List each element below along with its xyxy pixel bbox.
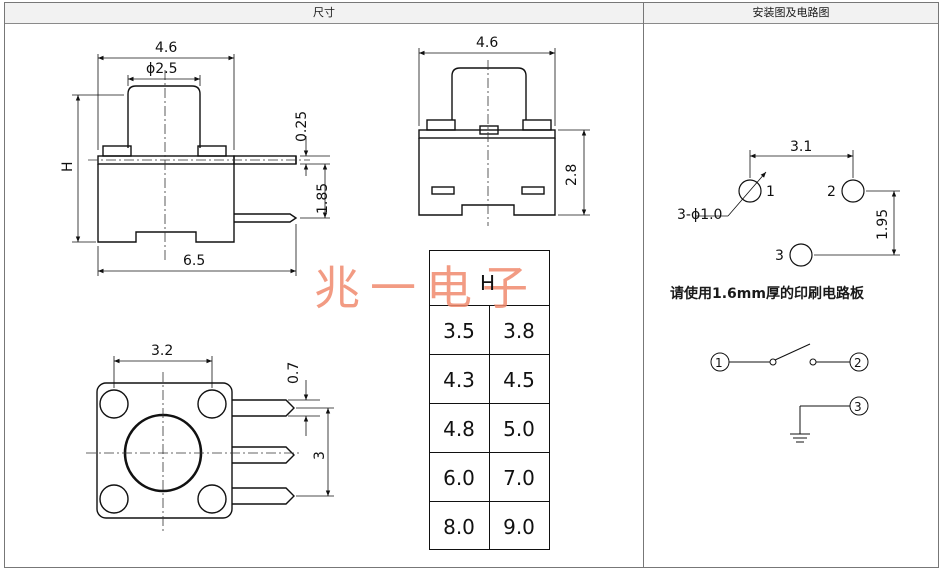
front-button-dia-label: ϕ2.5 [146, 61, 178, 77]
front-view-dims [72, 54, 330, 276]
side-height-label: 2.8 [564, 164, 580, 186]
pcb-spacing-label: 3.1 [790, 139, 812, 155]
side-view [418, 67, 556, 216]
h-table [429, 250, 550, 550]
front-pin-offset-label: 0.25 [294, 111, 310, 142]
h-table-cell: 8.0 [443, 515, 475, 539]
pcb-pad-3-label: 3 [775, 248, 784, 264]
h-table-cell: 9.0 [503, 515, 535, 539]
pcb-vspacing-label: 1.95 [875, 209, 891, 240]
circuit-diagram [710, 343, 869, 443]
bottom-pin-pitch-label: 3 [312, 451, 328, 460]
pcb-hole-label: 3-ϕ1.0 [677, 207, 722, 223]
front-height-label: H [60, 161, 76, 172]
h-table-cell: 6.0 [443, 466, 475, 490]
bottom-pin-width-label: 0.7 [286, 362, 302, 384]
bottom-view-centerlines [86, 372, 300, 532]
h-table-cell: 4.3 [443, 368, 475, 392]
h-table-cell: 3.8 [503, 319, 535, 343]
circuit-node-1: 1 [715, 356, 723, 370]
bottom-view-dims [113, 356, 334, 497]
front-view [97, 85, 298, 243]
h-table-cell: 3.5 [443, 319, 475, 343]
pcb-thickness-note: 请使用1.6mm厚的印刷电路板 [670, 286, 864, 302]
pcb-dims [696, 150, 900, 256]
header-dimensions: 尺寸 [5, 3, 643, 24]
h-table-cell: 5.0 [503, 417, 535, 441]
circuit-node-3: 3 [854, 400, 862, 414]
h-table-cells: 3.5 3.8 4.3 4.5 4.8 5.0 6.0 7.0 8.0 9.0 [443, 319, 535, 539]
bottom-view [96, 382, 295, 519]
bottom-pitch-label: 3.2 [151, 343, 173, 359]
circuit-node-2: 2 [854, 356, 862, 370]
pcb-layout [738, 179, 865, 267]
front-pin-height-label: 1.85 [315, 183, 331, 214]
watermark-text: 兆一电子 [314, 261, 538, 315]
h-table-cell: 4.5 [503, 368, 535, 392]
side-width-label: 4.6 [476, 35, 498, 51]
pcb-pad-2-label: 2 [827, 184, 836, 200]
table-frame [4, 2, 939, 568]
h-table-cell: 4.8 [443, 417, 475, 441]
front-view-centerlines [88, 70, 310, 262]
pcb-pad-1-label: 1 [766, 184, 775, 200]
front-width-label: 4.6 [155, 40, 177, 56]
front-total-width-label: 6.5 [183, 253, 205, 269]
side-view-dims [418, 48, 590, 216]
h-table-cell: 7.0 [503, 466, 535, 490]
header-install: 安装图及电路图 [644, 3, 938, 24]
